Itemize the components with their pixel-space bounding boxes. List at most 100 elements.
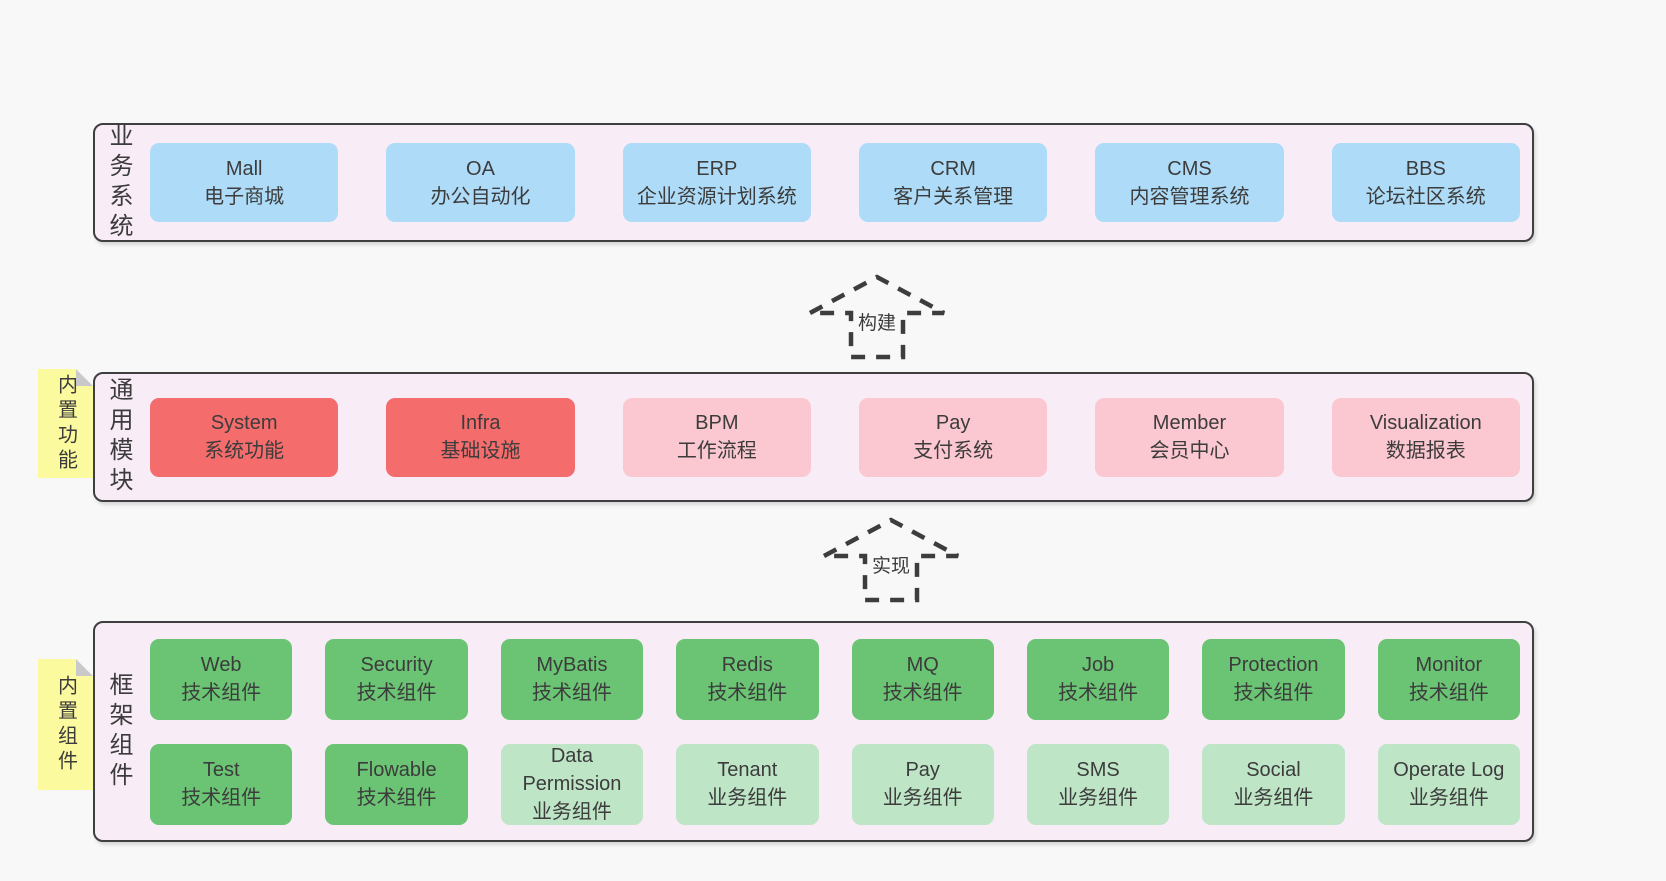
box-subtitle: 技术组件 <box>356 787 437 809</box>
box-title: CMS <box>1167 157 1212 180</box>
box-title: MQ <box>906 654 939 676</box>
box-title: ERP <box>696 157 738 180</box>
box-title: Social <box>1246 759 1301 781</box>
common-modules-row: System 系统功能 Infra 基础设施 BPM 工作流程 Pay 支付系统 Mem… <box>150 374 1520 500</box>
box-pay-component: Pay 业务组件 <box>851 743 994 825</box>
box-title: Operate Log <box>1393 759 1505 781</box>
box-operate-log: Operate Log 业务组件 <box>1377 743 1520 825</box>
box-mybatis: MyBatis 技术组件 <box>500 638 644 720</box>
box-title: Job <box>1081 654 1115 676</box>
note-text: 内置组件 <box>54 674 77 775</box>
box-title: Member <box>1152 412 1227 434</box>
box-bpm: BPM 工作流程 <box>622 397 811 477</box>
box-subtitle: 技术组件 <box>531 682 612 704</box>
box-bbs: BBS 论坛社区系统 <box>1331 143 1520 222</box>
box-title: BPM <box>695 412 739 434</box>
box-data-permission: Data Permission 业务组件 <box>500 743 644 825</box>
build-arrow: 构建 <box>807 274 947 360</box>
box-subtitle: 客户关系管理 <box>893 185 1014 208</box>
box-title: MyBatis <box>536 654 608 676</box>
box-title: Mall <box>225 157 263 180</box>
box-job: Job 技术组件 <box>1026 638 1170 720</box>
box-mq: MQ 技术组件 <box>851 638 994 720</box>
box-subtitle: 企业资源计划系统 <box>636 185 797 208</box>
framework-row-1: Web 技术组件 Security 技术组件 MyBatis 技术组件 Redis 技术… <box>150 638 1520 720</box>
box-subtitle: 论坛社区系统 <box>1365 185 1486 208</box>
box-title: Pay <box>905 759 940 781</box>
folded-corner-icon <box>76 369 93 386</box>
box-subtitle: 会员中心 <box>1149 440 1230 462</box>
box-cms: CMS 内容管理系统 <box>1095 143 1284 222</box>
box-subtitle: 技术组件 <box>882 682 963 704</box>
box-subtitle: 技术组件 <box>181 787 262 809</box>
box-subtitle: 基础设施 <box>440 440 521 462</box>
box-flowable: Flowable 技术组件 <box>325 743 468 825</box>
dashed-up-arrow-icon <box>808 274 946 360</box>
box-subtitle: 业务组件 <box>1233 787 1314 809</box>
box-security: Security 技术组件 <box>325 638 468 720</box>
box-subtitle: 办公自动化 <box>430 185 531 208</box>
box-subtitle: 系统功能 <box>204 440 285 462</box>
box-title: Security <box>360 654 433 676</box>
box-subtitle: 技术组件 <box>1233 682 1314 704</box>
box-title: Data Permission <box>522 745 622 795</box>
box-redis: Redis 技术组件 <box>676 638 819 720</box>
box-title: CRM <box>930 157 976 180</box>
box-subtitle: 业务组件 <box>531 801 612 823</box>
business-systems-label: 业务系统 <box>105 122 132 243</box>
box-subtitle: 业务组件 <box>707 787 788 809</box>
box-subtitle: 业务组件 <box>882 787 963 809</box>
box-crm: CRM 客户关系管理 <box>858 143 1048 222</box>
sticky-note-builtin-components: 内置组件 <box>38 659 93 790</box>
box-title: Pay <box>935 412 971 434</box>
box-title: Monitor <box>1415 654 1483 676</box>
box-subtitle: 业务组件 <box>1408 787 1489 809</box>
sticky-note-builtin-features: 内置功能 <box>38 369 93 478</box>
box-title: Redis <box>721 654 773 676</box>
box-title: Flowable <box>356 759 437 781</box>
box-title: Infra <box>460 412 501 434</box>
box-web: Web 技术组件 <box>150 638 293 720</box>
box-system: System 系统功能 <box>150 397 339 477</box>
box-erp: ERP 企业资源计划系统 <box>622 143 811 222</box>
box-subtitle: 内容管理系统 <box>1129 185 1250 208</box>
common-modules-label: 通用模块 <box>105 377 132 497</box>
box-sms: SMS 业务组件 <box>1026 743 1170 825</box>
framework-components-rows: Web 技术组件 Security 技术组件 MyBatis 技术组件 Redis 技术… <box>150 623 1520 840</box>
box-title: OA <box>466 157 495 180</box>
box-protection: Protection 技术组件 <box>1202 638 1345 720</box>
box-title: Protection <box>1228 654 1319 676</box>
box-subtitle: 技术组件 <box>707 682 788 704</box>
box-oa: OA 办公自动化 <box>386 143 575 222</box>
box-member: Member 会员中心 <box>1095 397 1284 477</box>
box-pay-module: Pay 支付系统 <box>858 397 1048 477</box>
box-subtitle: 技术组件 <box>1408 682 1489 704</box>
implement-arrow-label: 实现 <box>868 554 914 579</box>
box-subtitle: 数据报表 <box>1385 440 1466 462</box>
box-subtitle: 技术组件 <box>181 682 262 704</box>
box-title: Tenant <box>717 759 778 781</box>
box-subtitle: 业务组件 <box>1058 787 1139 809</box>
box-subtitle: 技术组件 <box>356 682 437 704</box>
business-systems-panel: 业务系统 Mall 电子商城 OA 办公自动化 ERP 企业资源计划系统 CRM 客户关… <box>93 122 1534 243</box>
box-mall: Mall 电子商城 <box>150 143 339 222</box>
box-title: Test <box>202 759 240 781</box>
box-infra: Infra 基础设施 <box>386 397 575 477</box>
box-title: System <box>210 412 278 434</box>
build-arrow-label: 构建 <box>854 311 900 336</box>
box-title: SMS <box>1076 759 1120 781</box>
box-title: Web <box>200 654 242 676</box>
common-modules-panel: 通用模块 System 系统功能 Infra 基础设施 BPM 工作流程 Pay 支付系… <box>93 372 1534 502</box>
box-subtitle: 技术组件 <box>1058 682 1139 704</box>
box-subtitle: 支付系统 <box>913 440 994 462</box>
box-monitor: Monitor 技术组件 <box>1377 638 1520 720</box>
box-subtitle: 电子商城 <box>204 185 285 208</box>
business-systems-row: Mall 电子商城 OA 办公自动化 ERP 企业资源计划系统 CRM 客户关系管理 C… <box>150 125 1520 240</box>
box-subtitle: 工作流程 <box>676 440 757 462</box>
box-title: BBS <box>1405 157 1446 180</box>
dashed-up-arrow-icon <box>822 517 960 603</box>
folded-corner-icon <box>76 659 93 676</box>
box-test: Test 技术组件 <box>150 743 293 825</box>
